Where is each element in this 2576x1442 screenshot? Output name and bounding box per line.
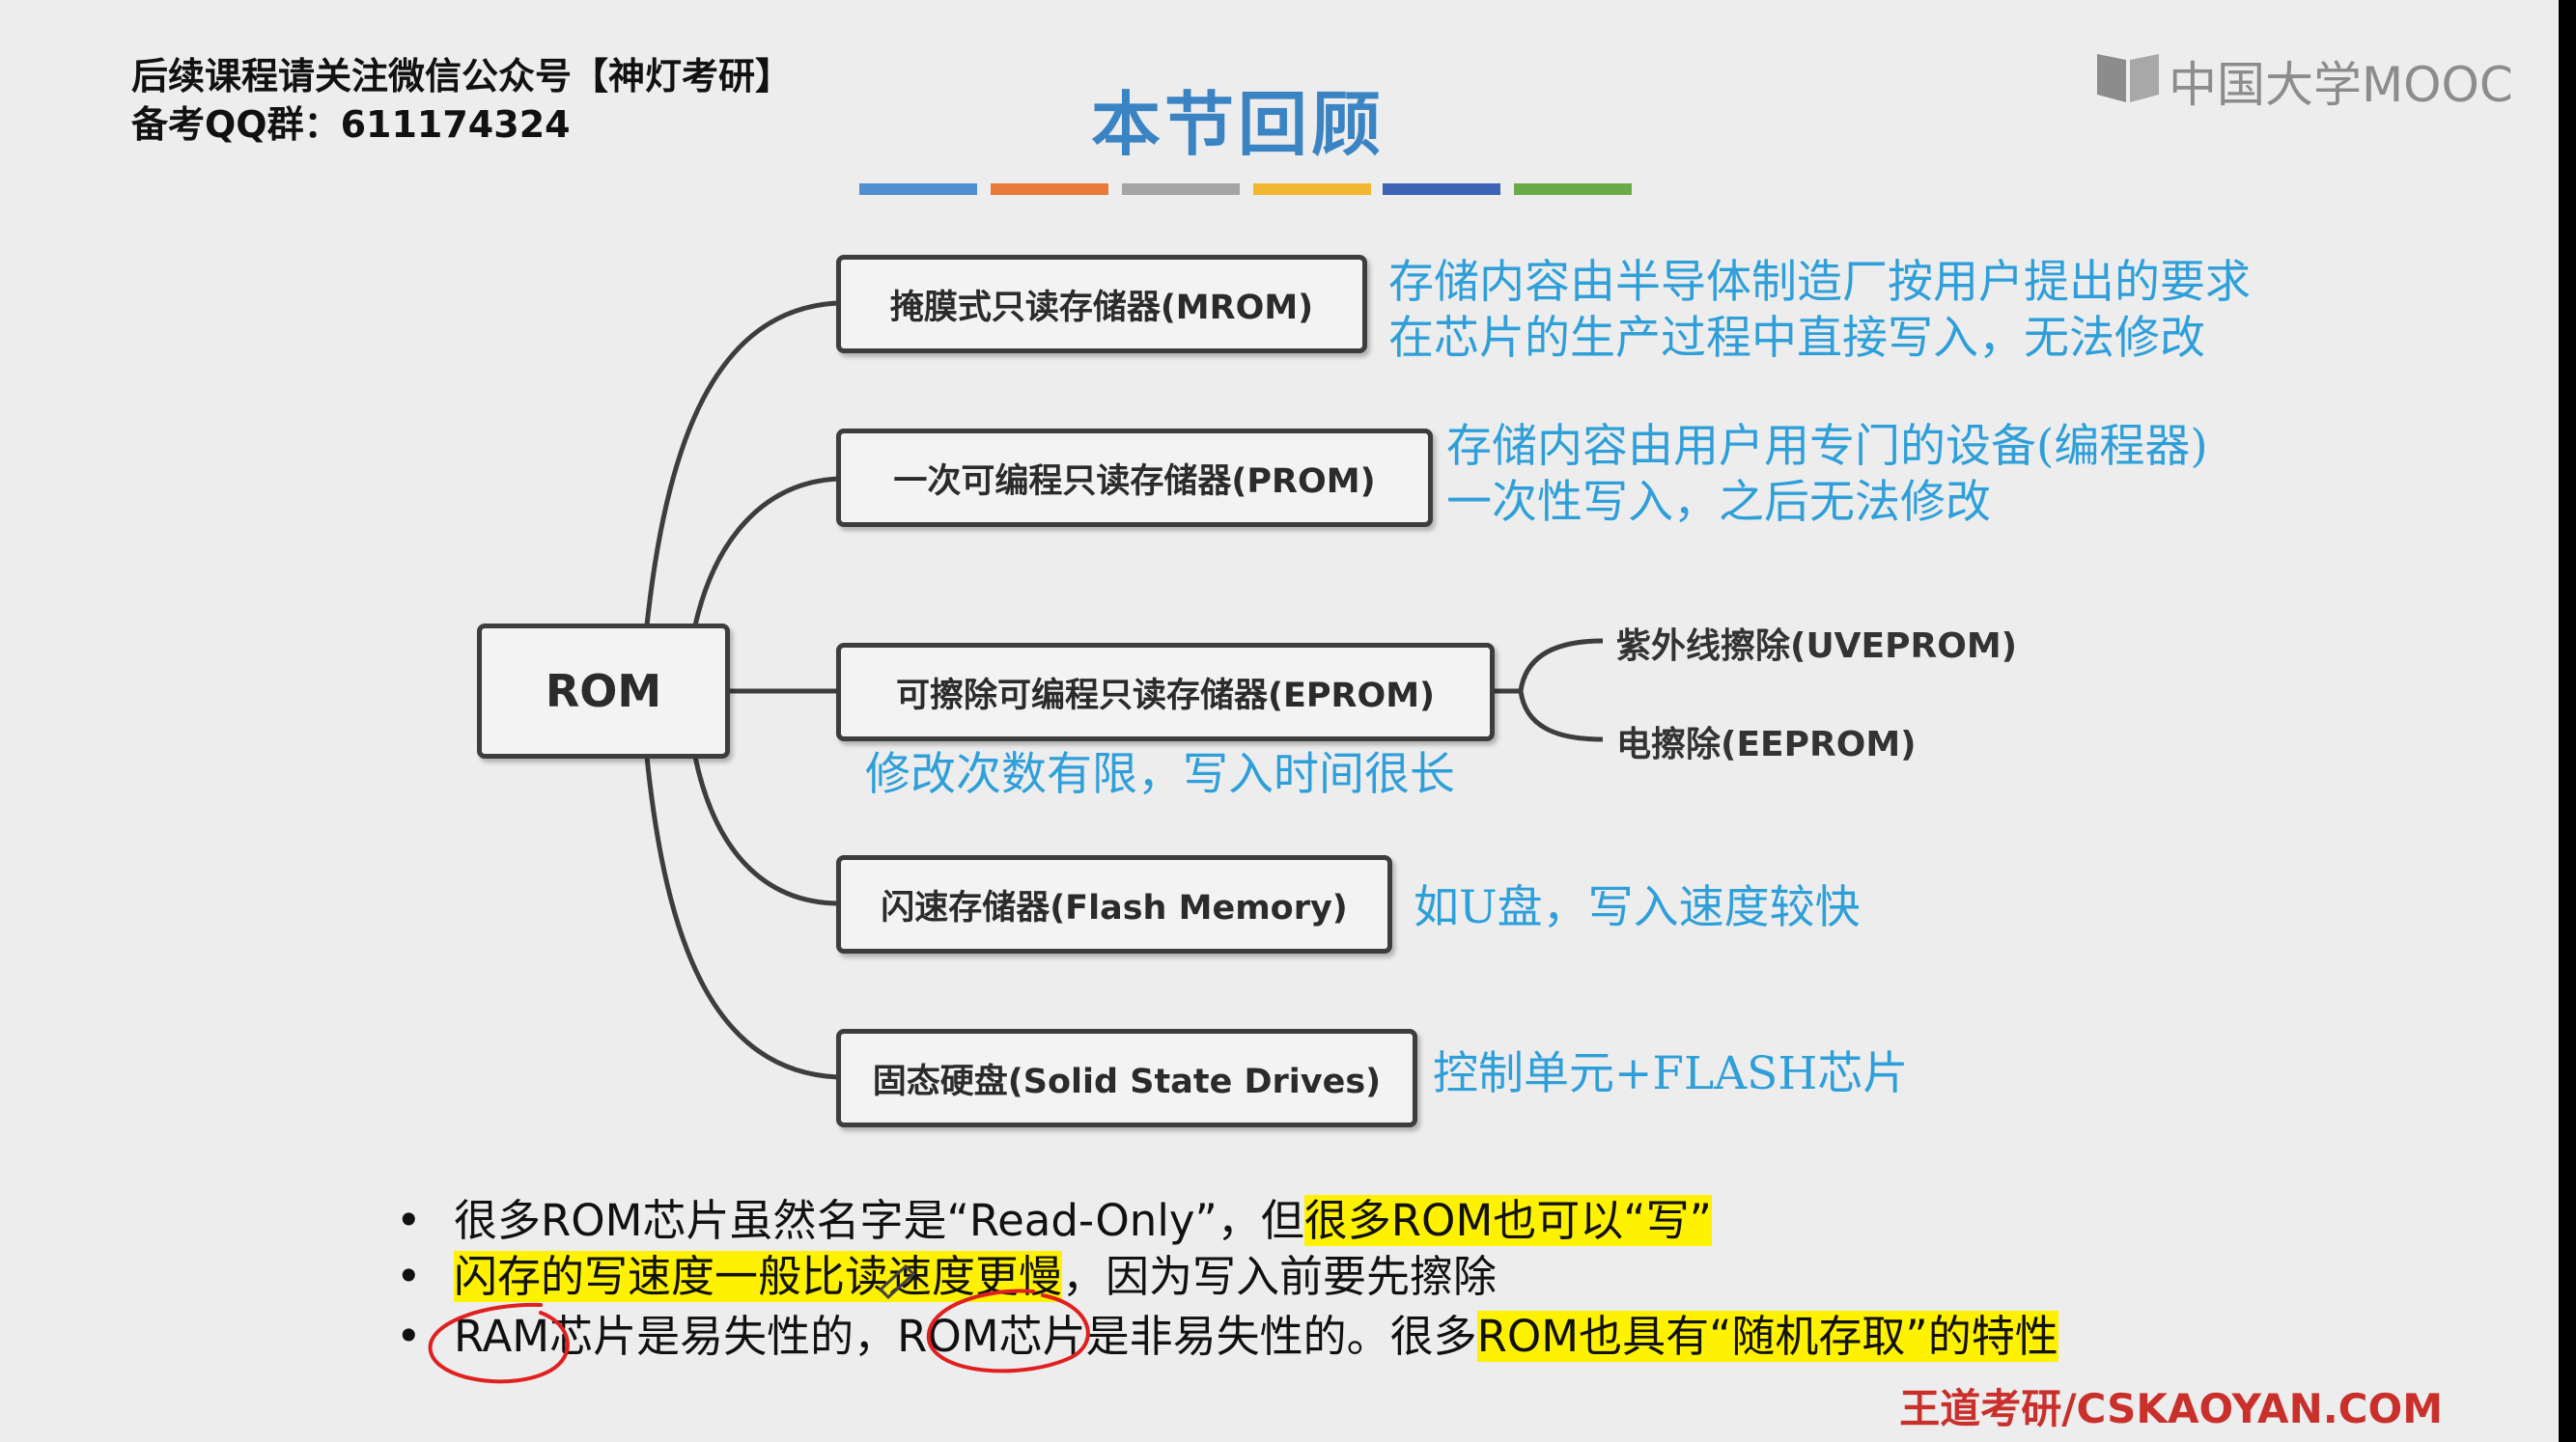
- mrom-node: 掩膜式只读存储器(MROM): [836, 255, 1367, 353]
- bullet3-highlight: ROM也具有“随机存取”的特性: [1476, 1311, 2058, 1362]
- wechat-notice: 后续课程请关注微信公众号【神灯考研】: [131, 55, 793, 97]
- footer-credit: 王道考研/CSKAOYAN.COM: [1899, 1385, 2443, 1432]
- bullet2-highlight: 闪存的写速度一般比读速度更慢: [454, 1251, 1063, 1302]
- prom-node: 一次可编程只读存储器(PROM): [836, 429, 1433, 527]
- eeprom-label: 电擦除(EEPROM): [1616, 725, 1917, 764]
- ssd-desc: 控制单元+FLASH芯片: [1433, 1047, 1909, 1100]
- bullet1-text: 很多ROM芯片虽然名字是“Read-Only”，但: [454, 1195, 1304, 1246]
- right-edge-bar: [2559, 0, 2576, 1442]
- prom-desc-line1: 存储内容由用户用专门的设备(编程器): [1446, 420, 2208, 473]
- slide-title: 本节回顾: [1091, 83, 1386, 165]
- color-bar-segment: [1253, 183, 1371, 195]
- color-bar-segment: [1122, 183, 1240, 195]
- bullet-item-2: • 闪存的写速度一般比读速度更慢，因为写入前要先擦除: [396, 1247, 1497, 1307]
- bullet3-text-b: 芯片是非易失性的。很多: [998, 1311, 1477, 1362]
- eprom-node: 可擦除可编程只读存储器(EPROM): [836, 643, 1495, 741]
- color-bar-segment: [859, 183, 977, 195]
- eprom-desc: 修改次数有限，写入时间很长: [865, 748, 1455, 801]
- bullet-item-1: • 很多ROM芯片虽然名字是“Read-Only”，但很多ROM也可以“写”: [396, 1191, 1712, 1251]
- prom-desc-line2: 一次性写入，之后无法修改: [1446, 476, 1991, 529]
- mrom-desc-line2: 在芯片的生产过程中直接写入，无法修改: [1388, 312, 2205, 365]
- qq-group-notice: 备考QQ群：611174324: [131, 103, 571, 146]
- mrom-desc-line1: 存储内容由半导体制造厂按用户提出的要求: [1388, 256, 2251, 309]
- mooc-logo: 中国大学MOOC: [2093, 46, 2513, 113]
- color-bar-segment: [1514, 183, 1632, 195]
- flash-desc: 如U盘，写入速度较快: [1414, 881, 1861, 934]
- bullet3-ram: RAM: [454, 1311, 550, 1362]
- bullet-dot: •: [396, 1251, 422, 1302]
- bullet3-rom: ROM: [897, 1311, 999, 1362]
- color-bar-segment: [1383, 183, 1500, 195]
- bullet2-text: ，因为写入前要先擦除: [1062, 1251, 1498, 1302]
- bullet-dot: •: [396, 1195, 422, 1246]
- bullet1-highlight: 很多ROM也可以“写”: [1303, 1195, 1712, 1246]
- bullet3-text-a: 芯片是易失性的，: [549, 1311, 898, 1362]
- mooc-logo-text: 中国大学MOOC: [2169, 57, 2513, 113]
- uveprom-label: 紫外线擦除(UVEPROM): [1616, 626, 2018, 666]
- color-bar-segment: [991, 183, 1108, 195]
- book-icon: [2097, 54, 2159, 102]
- bullet-item-3: • RAM芯片是易失性的，ROM芯片是非易失性的。很多ROM也具有“随机存取”的特…: [396, 1307, 2058, 1367]
- rom-root-node: ROM: [477, 624, 730, 759]
- flash-node: 闪速存储器(Flash Memory): [836, 855, 1392, 954]
- bullet-dot: •: [396, 1311, 422, 1362]
- ssd-node: 固态硬盘(Solid State Drives): [836, 1029, 1417, 1127]
